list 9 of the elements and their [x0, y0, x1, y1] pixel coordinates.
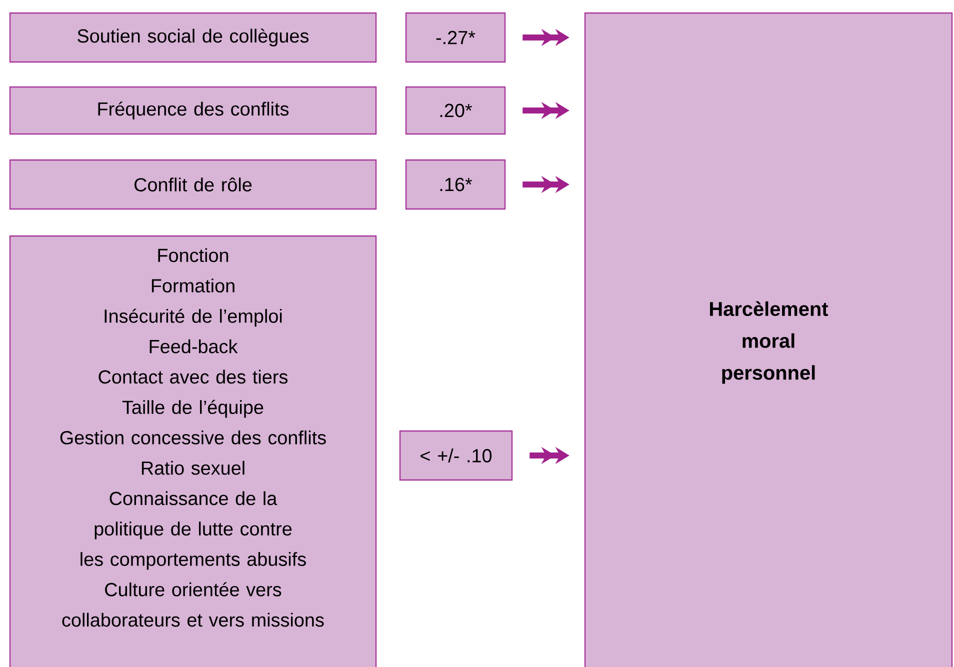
- label-box: Fréquence des conflits: [9, 86, 377, 135]
- coefficient-box: -.27*: [405, 12, 506, 63]
- outcome-box: Harcèlement moral personnel: [584, 12, 953, 667]
- label-box: Conflit de rôle: [9, 159, 377, 210]
- coefficient-box: .16*: [405, 159, 506, 210]
- list-box: Fonction Formation Insécurité de l’emploi Feed-back Contact avec des tiers Taille de l’équipe Gestion concessive des conflits Ratio sexuel Connaissance de la politique de lutte contre les comportements abusifs Culture orientée vers collaborateurs et vers missions: [9, 235, 377, 667]
- coefficient-box: < +/- .10: [399, 430, 513, 481]
- coefficient-box: .20*: [405, 86, 506, 135]
- label-box: Soutien social de collègues: [9, 12, 377, 63]
